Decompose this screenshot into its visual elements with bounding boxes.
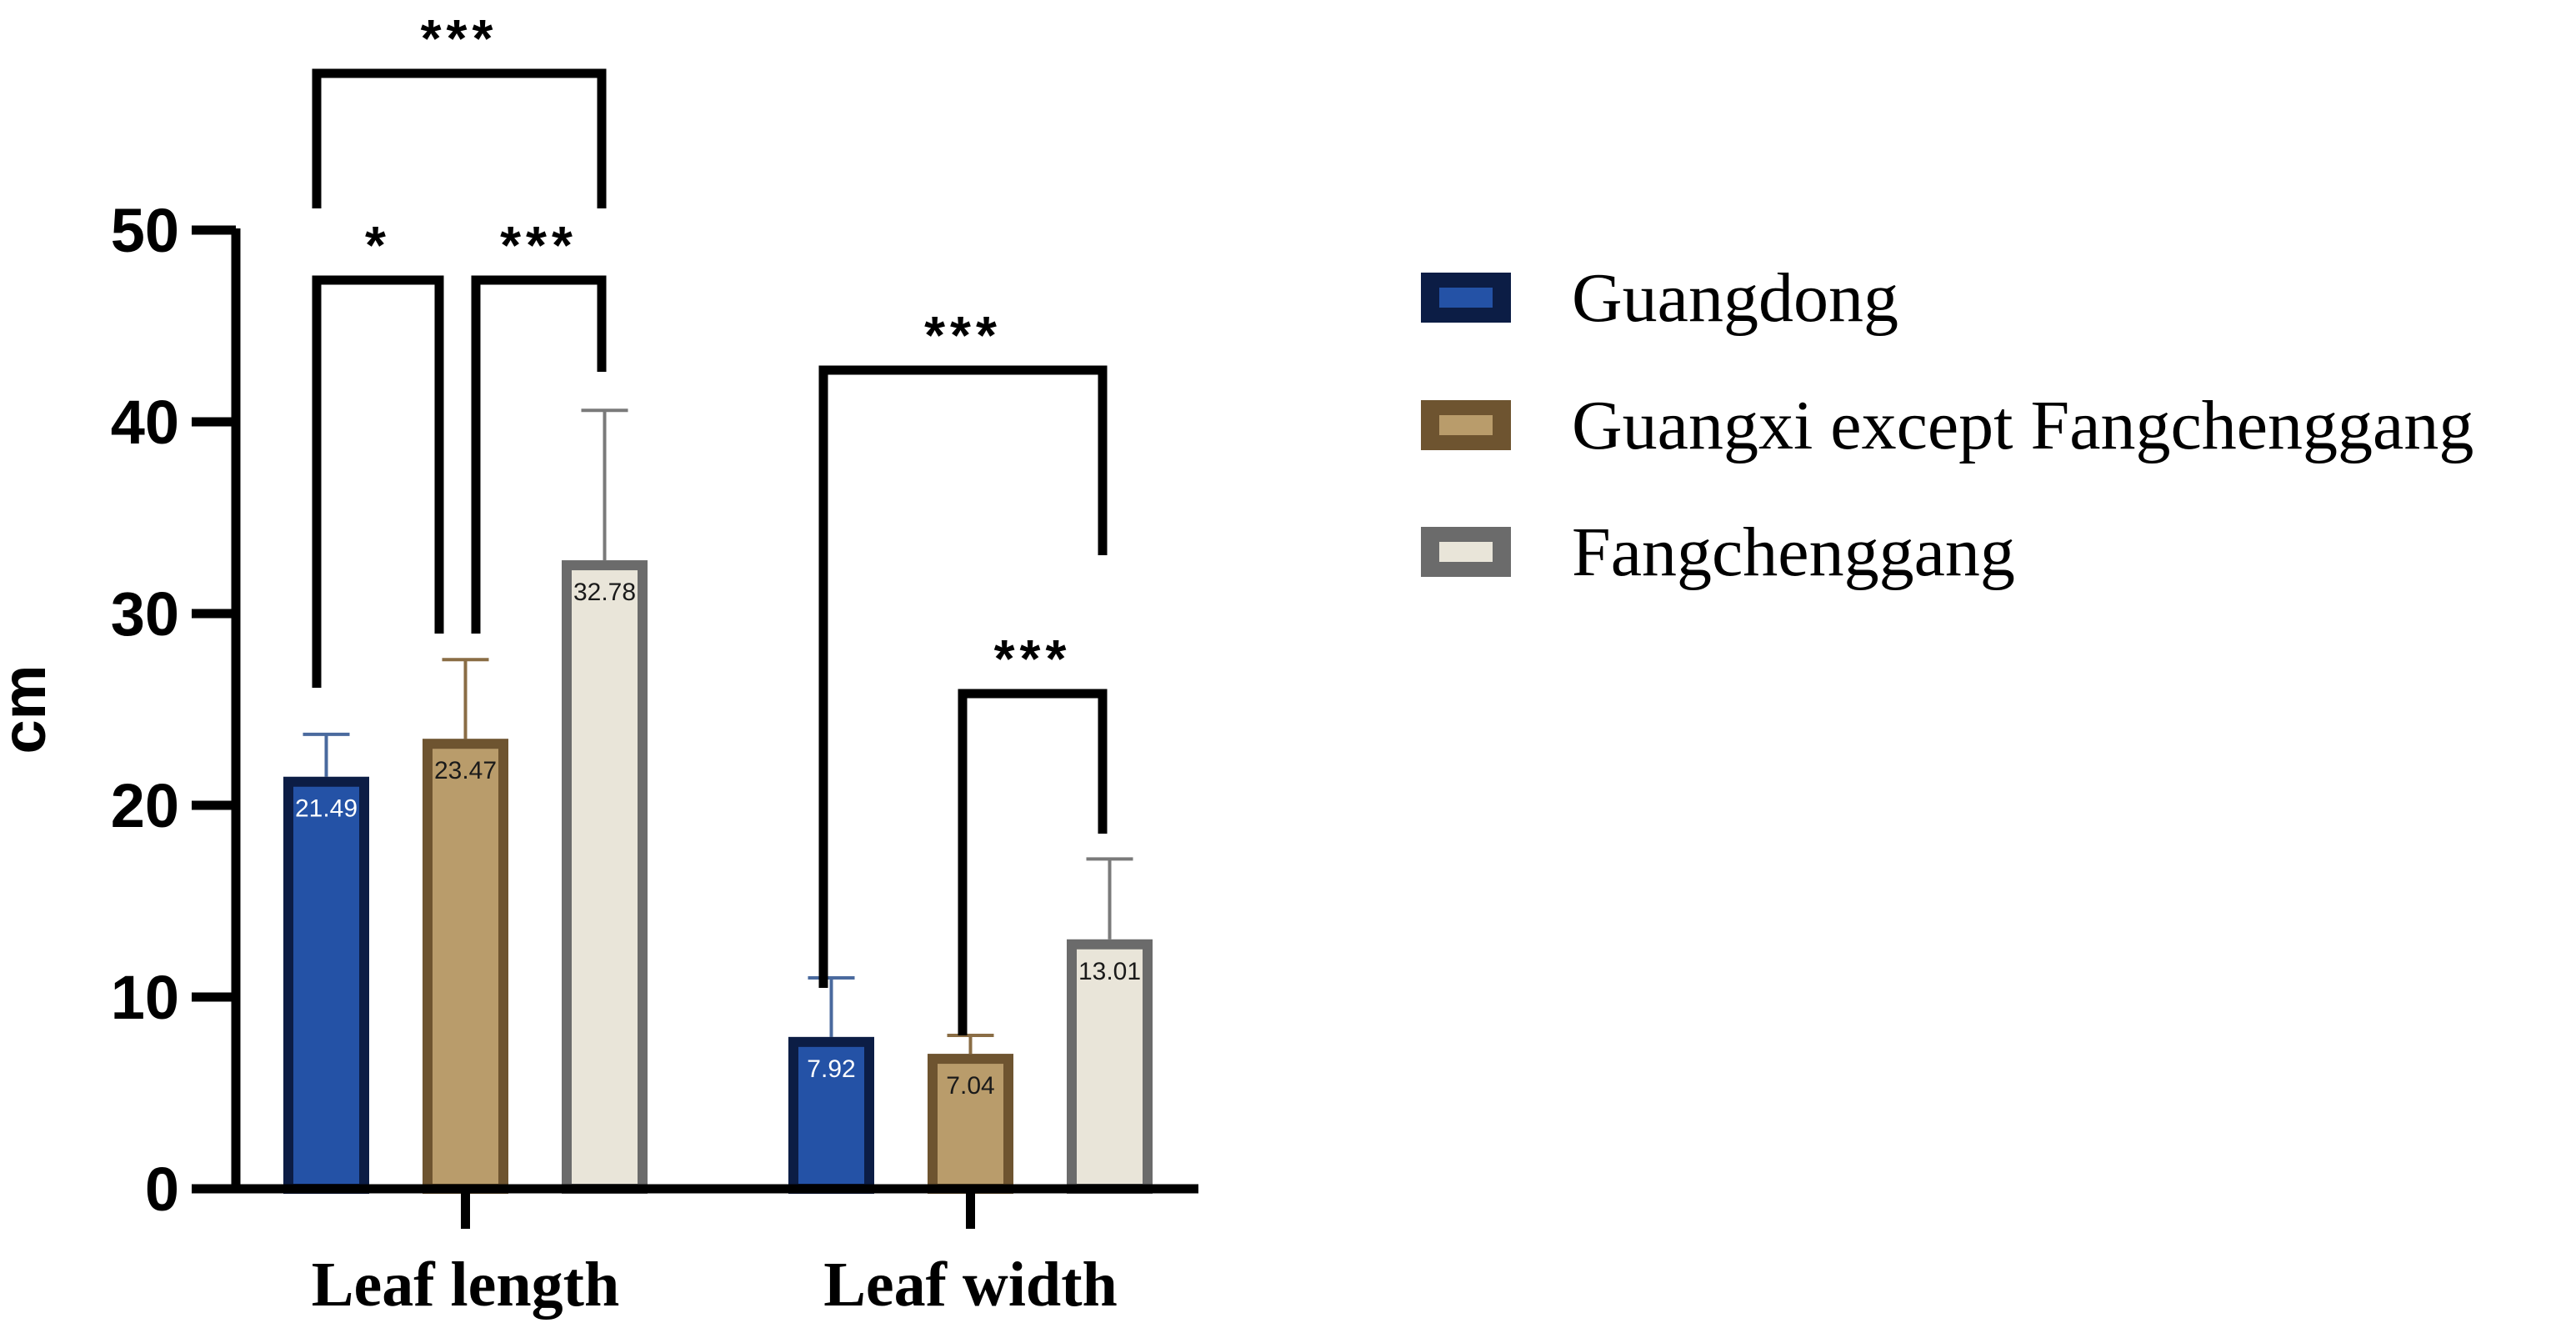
significance-label: *** xyxy=(924,305,1002,365)
y-tick-label: 30 xyxy=(111,579,179,649)
significance-label: *** xyxy=(500,215,578,275)
bars-layer xyxy=(283,408,1153,1195)
x-tick-label: Leaf width xyxy=(823,1250,1118,1320)
legend-label: Guangdong xyxy=(1572,259,1898,337)
data-label: 23.47 xyxy=(434,757,497,784)
data-label: 7.04 xyxy=(946,1072,994,1100)
legend-swatch-fill xyxy=(1439,288,1493,308)
bar xyxy=(283,776,369,1194)
significance-bracket xyxy=(471,275,607,634)
significance-label: *** xyxy=(994,629,1072,689)
significance-label: * xyxy=(365,215,391,275)
data-label: 32.78 xyxy=(573,579,636,606)
data-label: 7.92 xyxy=(807,1055,855,1083)
significance-bracket xyxy=(818,365,1108,988)
bar xyxy=(562,560,648,1194)
y-tick-label: 10 xyxy=(111,963,179,1032)
legend-label: Fangchenggang xyxy=(1572,514,2015,591)
y-tick-label: 0 xyxy=(145,1155,179,1224)
significance-bracket xyxy=(312,68,607,208)
significance-bracket xyxy=(312,275,444,688)
significance-bracket xyxy=(958,689,1108,1035)
axes-layer xyxy=(192,225,1198,1229)
bar xyxy=(788,1036,874,1194)
y-tick-label: 40 xyxy=(111,388,179,457)
bar xyxy=(423,739,508,1194)
y-tick-label: 20 xyxy=(111,771,179,840)
data-label: 21.49 xyxy=(295,795,358,823)
legend-swatch-fill xyxy=(1439,542,1493,562)
legend-swatch-fill xyxy=(1439,415,1493,435)
x-tick-label: Leaf length xyxy=(312,1250,619,1320)
legend-label: Guangxi except Fangchenggang xyxy=(1572,387,2473,464)
labels-layer: 21.49 7.92 23.47 7.04 32.78 13.01 0 10 20 30 40 50L… xyxy=(0,196,1141,1320)
significance-layer: ************* xyxy=(312,8,1108,1035)
y-axis-label: cm xyxy=(0,665,58,754)
y-tick-label: 50 xyxy=(111,196,179,265)
data-label: 13.01 xyxy=(1078,958,1141,985)
significance-label: *** xyxy=(421,8,498,68)
